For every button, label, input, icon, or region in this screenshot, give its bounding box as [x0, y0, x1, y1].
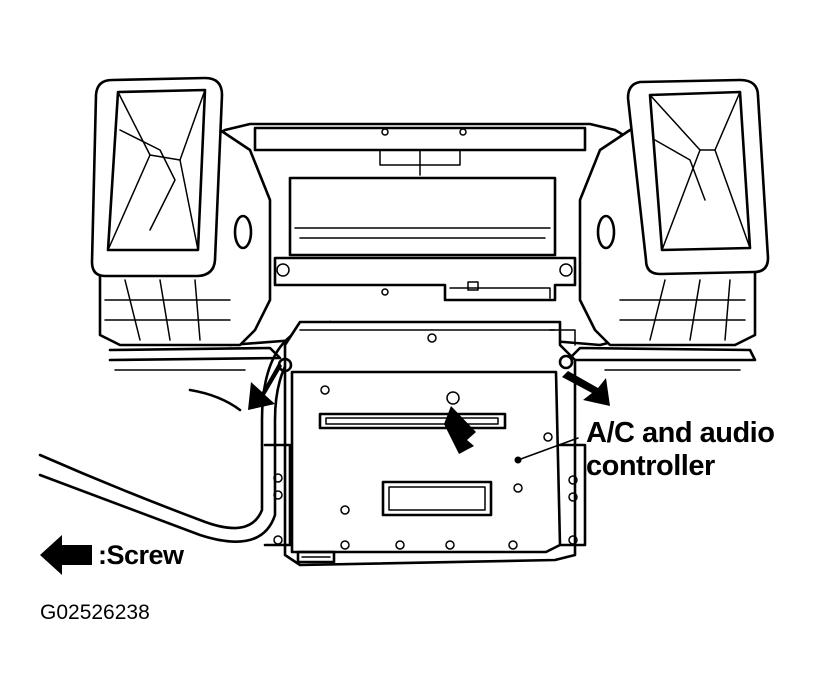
screw-arrow-icon	[562, 371, 610, 406]
callout-label-line2: controller	[586, 450, 715, 482]
callout-leader	[514, 437, 579, 464]
screw-arrow-icon	[444, 406, 476, 454]
ac-audio-controller	[263, 320, 587, 567]
left-vent-assembly	[90, 76, 272, 347]
screw-arrows	[248, 362, 610, 454]
screw-arrow-icon	[40, 535, 92, 575]
callout-label-line1: A/C and audio	[586, 417, 775, 449]
right-vent-assembly	[578, 78, 770, 347]
screw-arrow-icon	[248, 362, 282, 410]
legend-label: :Screw	[98, 540, 184, 570]
wiring-harness	[38, 320, 337, 543]
figure-id: G02526238	[40, 601, 150, 624]
